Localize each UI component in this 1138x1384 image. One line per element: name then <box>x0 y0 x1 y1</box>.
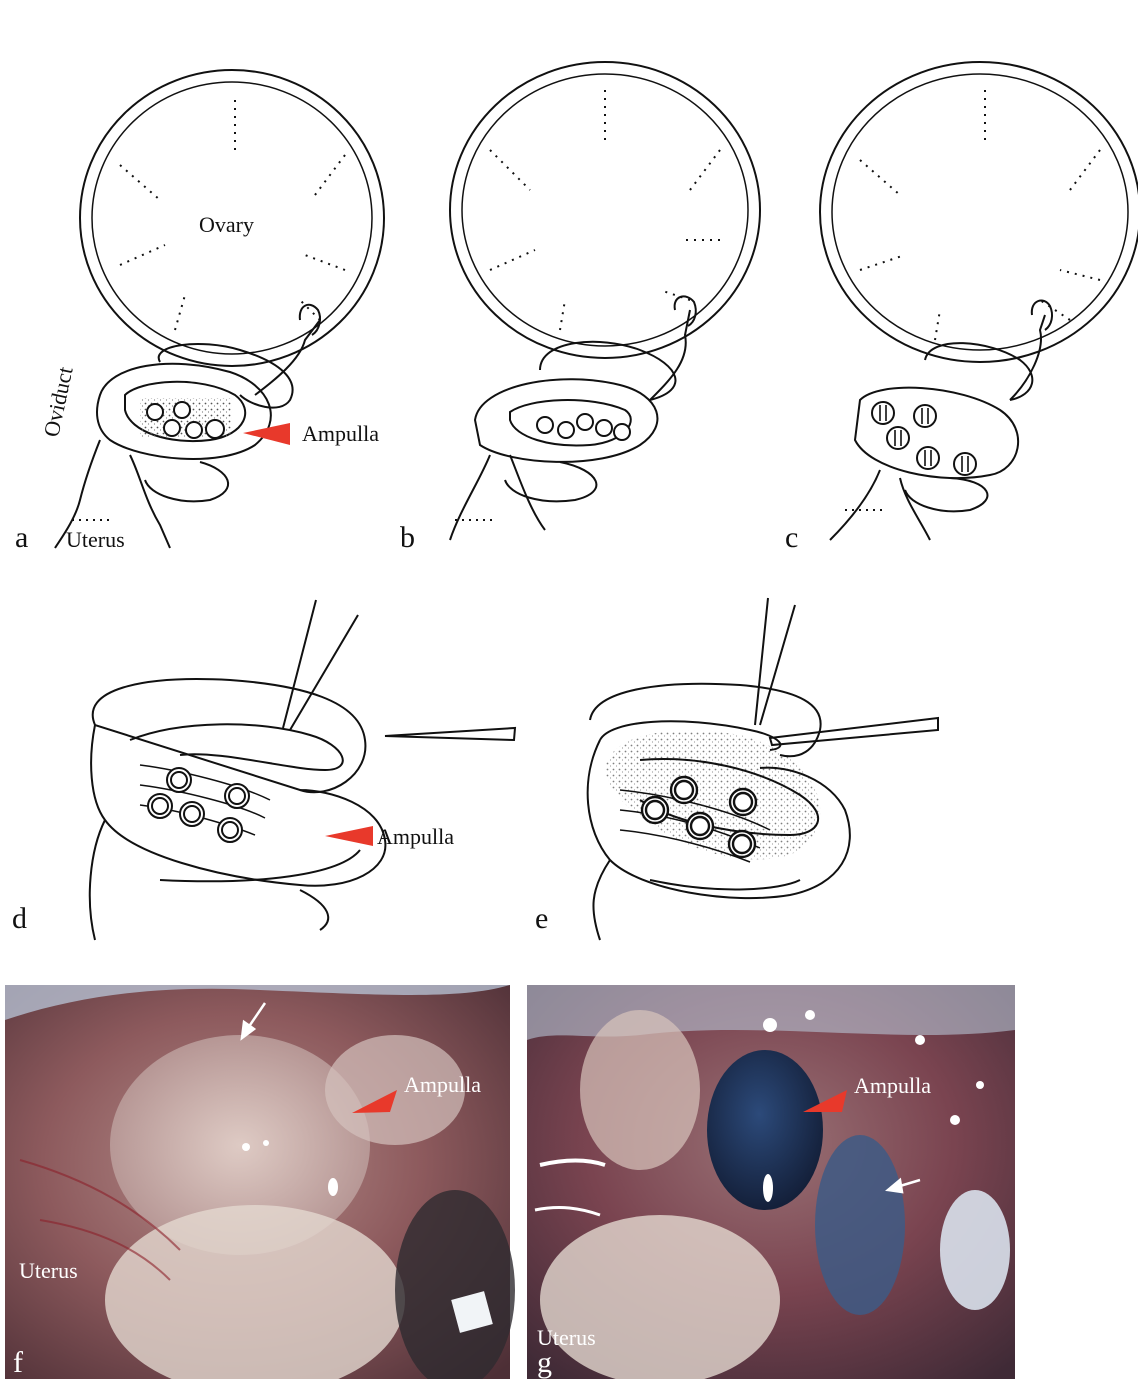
ampulla-label-f: Ampulla <box>404 1072 481 1097</box>
forceps-e <box>755 598 795 725</box>
panel-a-diagram <box>55 70 384 548</box>
uterus-label-f: Uterus <box>19 1258 78 1283</box>
panel-e-diagram <box>588 598 938 940</box>
panel-d-diagram <box>90 600 515 940</box>
oocyte <box>614 424 630 440</box>
oviduct-outer-d <box>93 679 366 792</box>
oocyte <box>186 422 202 438</box>
fat-pad-g <box>580 1010 700 1170</box>
ampulla-arrowhead-a <box>243 423 290 445</box>
oviduct-label: Oviduct <box>38 365 77 440</box>
panel-g-photo <box>527 985 1015 1379</box>
oocyte <box>537 417 553 433</box>
panel-label-f: f <box>13 1346 23 1379</box>
uterus-label-a: Uterus <box>66 527 125 552</box>
panel-c-diagram <box>820 62 1138 540</box>
two-cell-embryo <box>917 447 939 469</box>
embryos-c <box>872 402 976 475</box>
oocyte <box>174 402 190 418</box>
ampulla-label-a: Ampulla <box>302 421 379 446</box>
two-cell-embryo <box>887 427 909 449</box>
ovary-label: Ovary <box>199 212 254 237</box>
uterus-outline-e <box>593 860 610 940</box>
dye-filled-oviduct-g <box>815 1135 905 1315</box>
panel-label-c: c <box>785 521 798 554</box>
oocyte <box>558 422 574 438</box>
oocytes-b <box>537 414 630 440</box>
two-cell-embryo <box>954 453 976 475</box>
dye-filled-ampulla-e <box>605 731 820 860</box>
panel-f-photo <box>5 985 515 1379</box>
panel-label-a: a <box>15 521 28 554</box>
uterus-outline-d <box>90 820 105 940</box>
two-cell-embryo <box>914 405 936 427</box>
ampulla-label-d: Ampulla <box>377 824 454 849</box>
oocyte <box>577 414 593 430</box>
ovary-outline-c <box>820 62 1138 362</box>
panel-label-e: e <box>535 902 548 935</box>
uterus-tissue-g <box>540 1215 780 1379</box>
panel-b-diagram <box>450 62 760 540</box>
panel-label-g: g <box>537 1346 552 1379</box>
oocyte <box>206 420 224 438</box>
ampulla-arrowhead-d <box>325 826 373 846</box>
needle-e <box>770 718 938 745</box>
oocytes-d <box>148 768 249 842</box>
oviduct-coil-c <box>925 343 1032 400</box>
ampulla-label-g: Ampulla <box>854 1073 931 1098</box>
needle-d <box>385 728 515 740</box>
oocyte <box>164 420 180 436</box>
uterus-outline-c <box>830 470 880 540</box>
oocyte <box>596 420 612 436</box>
oocyte <box>147 404 163 420</box>
two-cell-embryo <box>872 402 894 424</box>
panel-label-d: d <box>12 902 27 935</box>
uterus-outline-b <box>450 455 490 540</box>
panel-label-b: b <box>400 521 415 554</box>
